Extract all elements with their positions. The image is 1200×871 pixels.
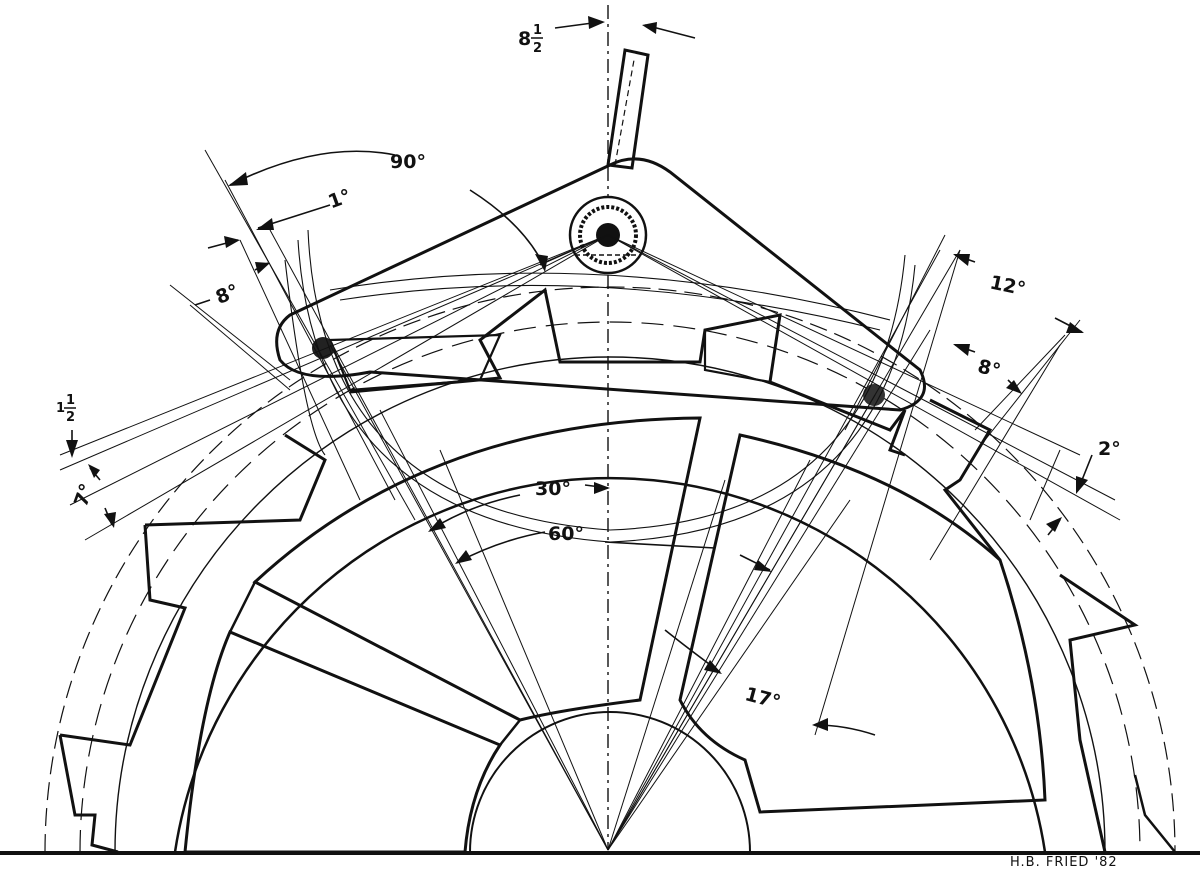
wheel-rim-outer bbox=[114, 356, 1106, 853]
label-8-half-num: 1 bbox=[533, 23, 542, 38]
pallet-pivot-ring bbox=[578, 205, 638, 265]
artist-signature: H.B. FRIED '82 bbox=[1010, 855, 1118, 870]
label-17: 17° bbox=[743, 683, 783, 714]
label-8-left: 8° bbox=[213, 280, 242, 309]
tooth-3 bbox=[144, 433, 327, 527]
angle-labels: 90° 1° 8° 12° 8° 2° 7° 30° 60° 17° 8 1 2… bbox=[56, 23, 1121, 714]
label-8-half: 8 1 2 bbox=[518, 23, 543, 56]
lever-stub bbox=[606, 48, 650, 170]
label-1-half: 1 1 2 bbox=[56, 393, 76, 425]
outer-guide-circle-1 bbox=[44, 286, 1176, 853]
label-1-half-whole: 1 bbox=[56, 401, 65, 416]
tooth-1 bbox=[58, 734, 119, 854]
label-8-right: 8° bbox=[975, 355, 1002, 382]
wheel-rim-inner bbox=[173, 476, 1047, 853]
label-1-half-num: 1 bbox=[66, 393, 75, 408]
tooth-7 bbox=[1133, 774, 1176, 853]
wheel-hub bbox=[469, 711, 751, 853]
tooth-2 bbox=[59, 524, 188, 747]
construction-arcs bbox=[284, 229, 916, 543]
pallet-jewel-left bbox=[328, 333, 502, 392]
label-12: 12° bbox=[988, 271, 1028, 300]
window-upper-left bbox=[252, 416, 702, 722]
tooth-6 bbox=[1059, 573, 1139, 853]
radial-lines bbox=[269, 229, 961, 851]
label-1: 1° bbox=[325, 185, 354, 213]
label-2: 2° bbox=[1098, 438, 1121, 460]
escape-wheel bbox=[44, 286, 1176, 854]
label-60: 60° bbox=[548, 523, 584, 545]
tooth-5 bbox=[929, 398, 1002, 561]
label-7: 7° bbox=[70, 481, 98, 510]
outer-guide-circle-2 bbox=[79, 321, 1141, 853]
window-upper-right bbox=[678, 433, 1047, 814]
pallet-jewel-right bbox=[703, 313, 782, 384]
window-lower-left bbox=[183, 630, 503, 854]
pallet-body bbox=[275, 157, 926, 412]
label-90: 90° bbox=[390, 151, 426, 173]
pivot-lines bbox=[59, 149, 1121, 736]
label-8-half-den: 2 bbox=[533, 41, 542, 56]
spoke-left bbox=[228, 580, 522, 747]
pallet-fork bbox=[275, 48, 926, 412]
dimension-arrows bbox=[66, 16, 1093, 736]
label-1-half-den: 2 bbox=[66, 410, 75, 425]
label-8-half-whole: 8 bbox=[518, 28, 531, 50]
label-30: 30° bbox=[535, 478, 571, 500]
